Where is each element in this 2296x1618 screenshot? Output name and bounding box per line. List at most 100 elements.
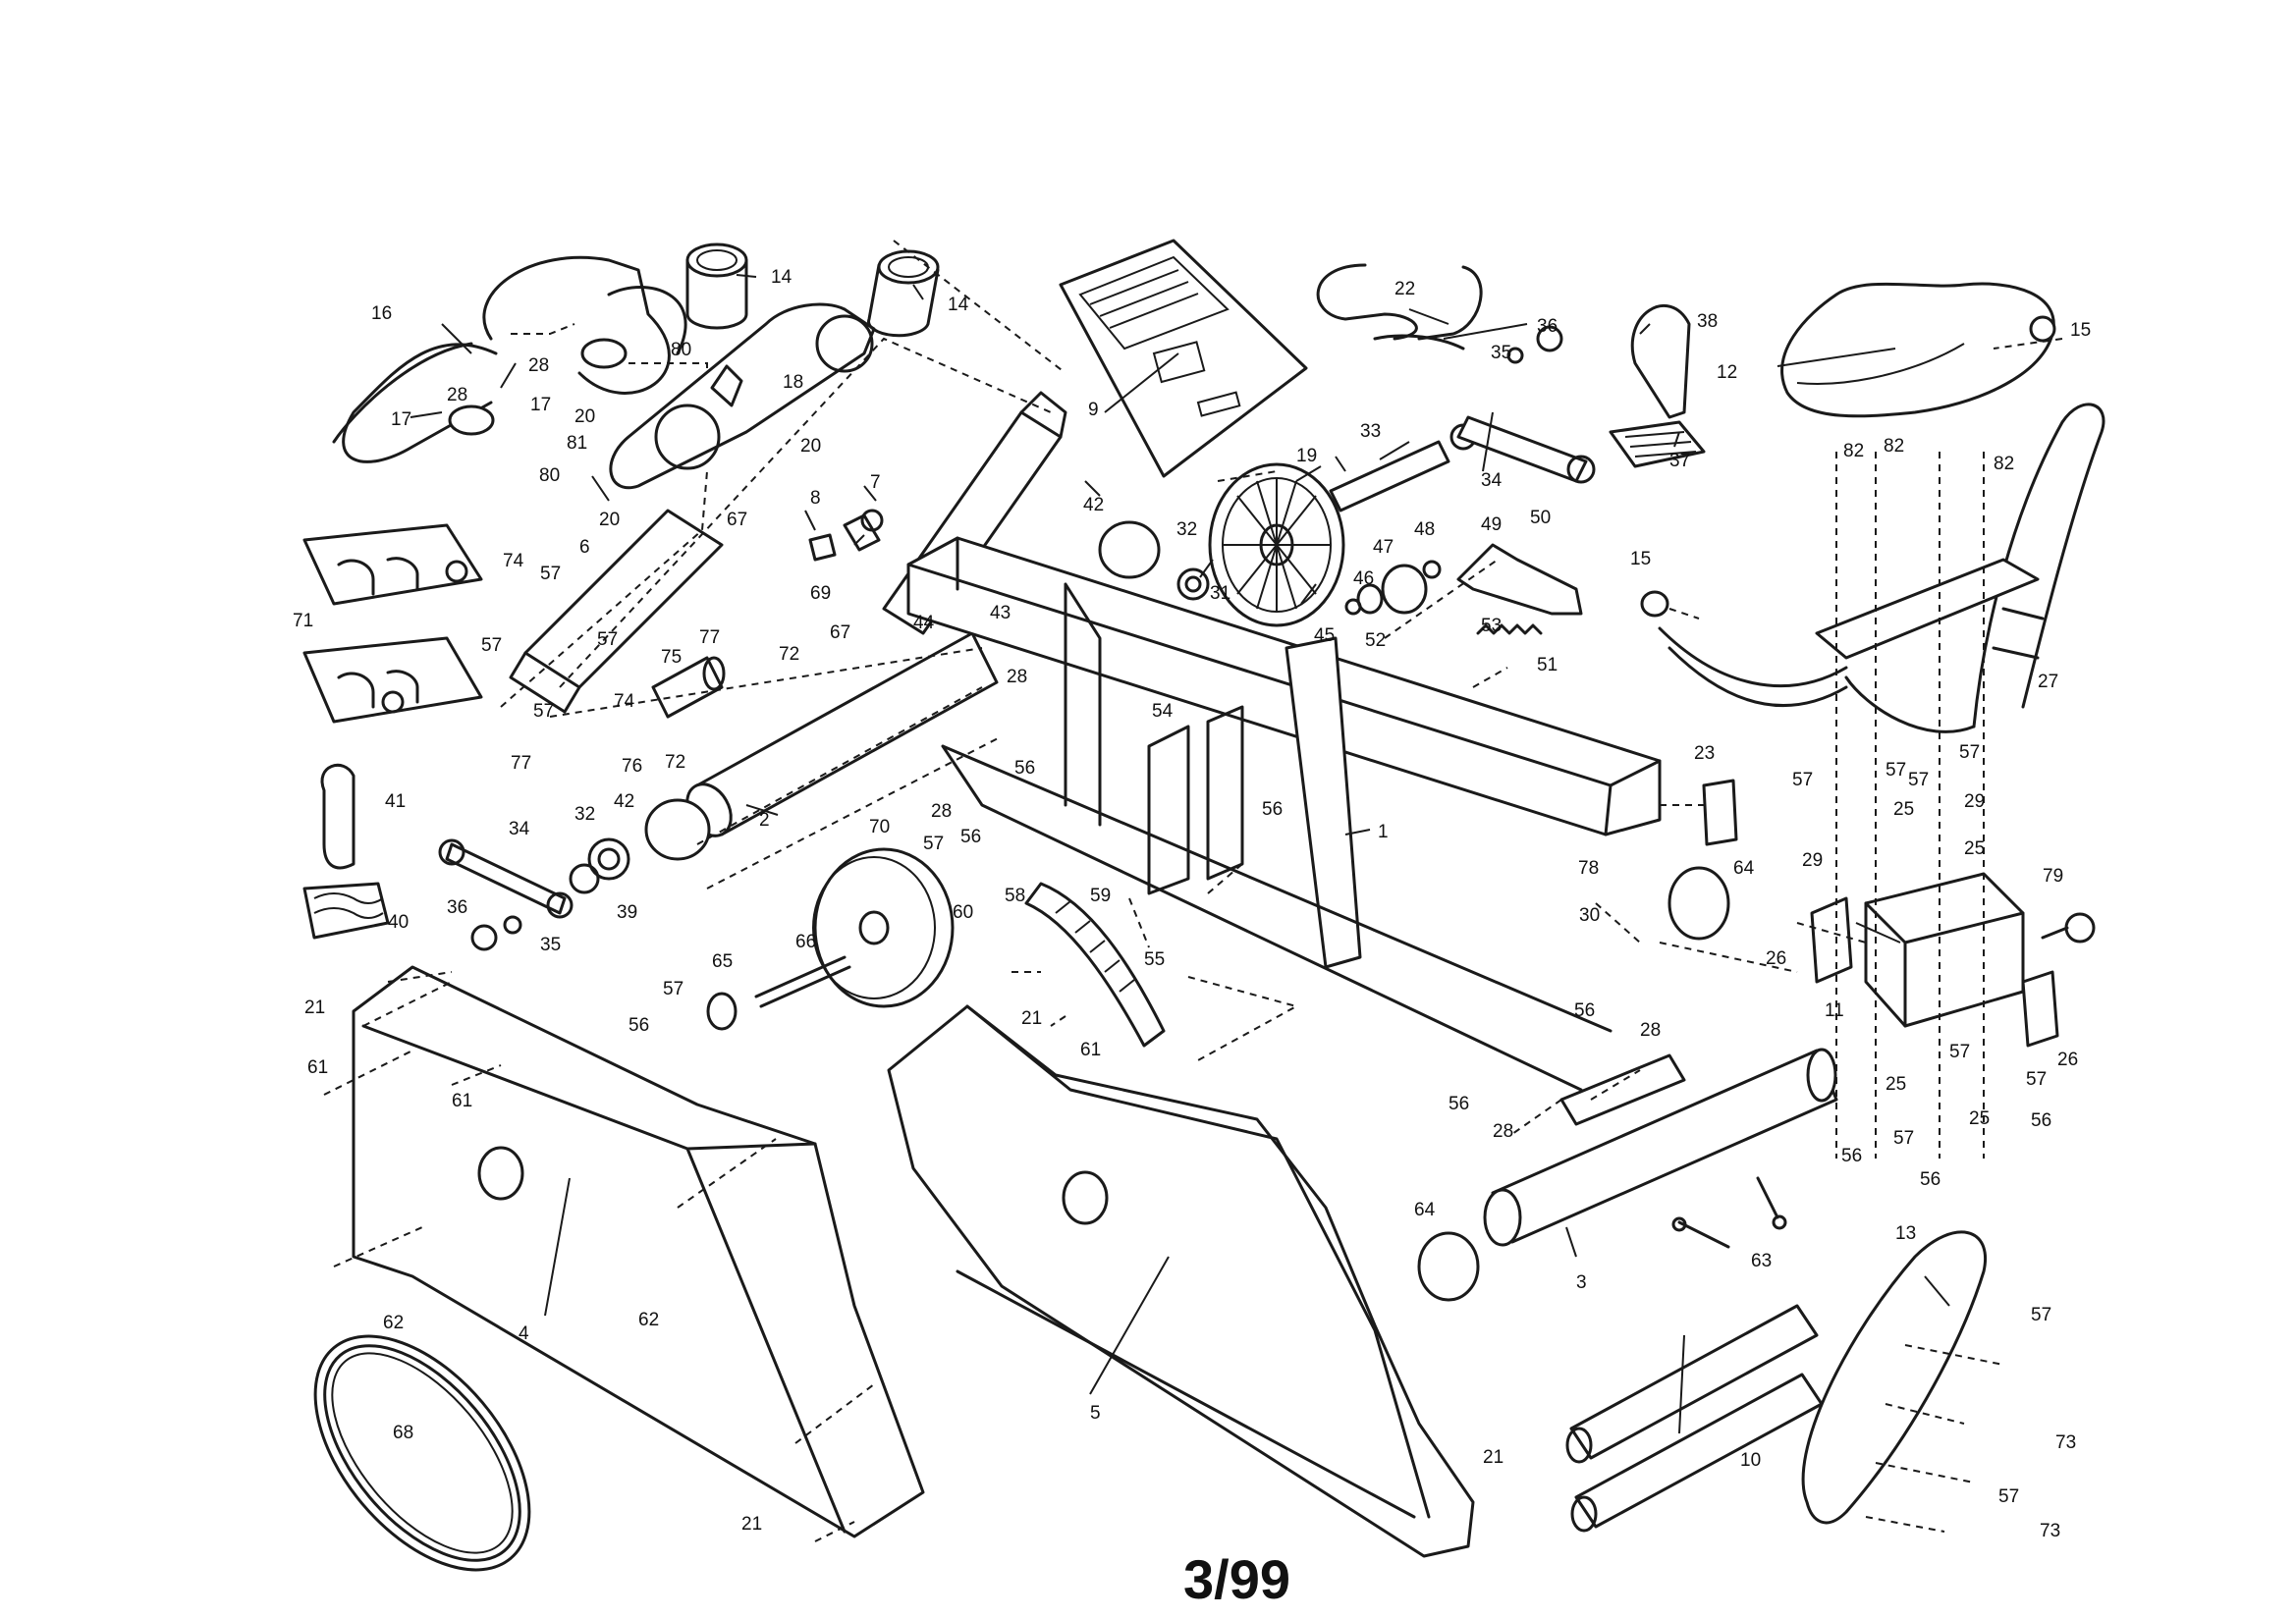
callout-41: 41 (385, 791, 406, 812)
callout-62a: 62 (383, 1313, 404, 1333)
part-12-seat (1780, 282, 2055, 418)
part-47-roller (1344, 560, 1442, 616)
callout-68: 68 (393, 1423, 413, 1443)
callout-15b: 15 (1630, 549, 1651, 569)
part-14-grip-left (685, 243, 748, 330)
callout-62b: 62 (638, 1310, 659, 1330)
callout-42b: 42 (614, 791, 634, 812)
callout-6: 6 (579, 537, 590, 558)
callout-9: 9 (1088, 400, 1099, 420)
part-10-tubes (1565, 1304, 1824, 1533)
callout-71: 71 (293, 611, 313, 631)
callout-30: 30 (1579, 905, 1600, 926)
callout-32b: 32 (574, 804, 595, 825)
callout-51: 51 (1537, 655, 1558, 675)
part-1-main-frame (906, 536, 1662, 1092)
callout-34a: 34 (1481, 470, 1503, 491)
callout-73b: 73 (2040, 1521, 2060, 1541)
callout-57f: 57 (663, 979, 683, 999)
callout-65: 65 (712, 951, 733, 972)
callout-56i: 56 (2031, 1110, 2051, 1131)
part-11-bracket (1864, 872, 2025, 1028)
part-19-flywheel (1208, 462, 1345, 627)
callout-21d: 21 (741, 1514, 762, 1535)
callout-61c: 61 (1080, 1040, 1101, 1060)
callout-57d: 57 (533, 701, 554, 722)
callout-57o: 57 (1908, 770, 1929, 790)
callout-74b: 74 (614, 691, 635, 712)
callout-67a: 67 (727, 510, 747, 530)
part-37-pedal-right (1609, 420, 1706, 468)
callout-64a: 64 (1733, 858, 1755, 879)
callout-29a: 29 (1802, 850, 1823, 871)
callout-15a: 15 (2070, 320, 2091, 341)
callout-26b: 26 (2057, 1050, 2078, 1070)
part-68-belt (313, 1334, 531, 1572)
callout-57l: 57 (1893, 1128, 1914, 1149)
callout-52: 52 (1365, 630, 1386, 651)
part-33-axle (1329, 423, 1477, 512)
callout-2: 2 (759, 810, 770, 831)
callout-35b: 35 (540, 935, 561, 955)
callout-28d: 28 (931, 801, 952, 822)
callout-37: 37 (1669, 451, 1690, 471)
callout-57n: 57 (1998, 1486, 2019, 1507)
callout-56d: 56 (629, 1015, 649, 1036)
assembly-guide-lines (323, 240, 2063, 1542)
callout-49: 49 (1481, 514, 1502, 535)
part-14-grip-right (867, 249, 940, 338)
callout-44: 44 (913, 613, 935, 633)
callout-56c: 56 (960, 827, 981, 847)
callout-28a: 28 (528, 355, 549, 376)
callout-78: 78 (1578, 858, 1599, 879)
part-23-cap (1702, 779, 1738, 846)
callout-18: 18 (783, 372, 803, 393)
callout-77b: 77 (511, 753, 531, 774)
callout-17a: 17 (391, 409, 411, 430)
callout-32a: 32 (1176, 519, 1197, 540)
callout-80b: 80 (539, 465, 560, 486)
part-36-cap-left (470, 915, 522, 951)
callout-56g: 56 (1841, 1146, 1862, 1166)
callout-57h: 57 (1886, 760, 1906, 781)
part-13-side-plate (1801, 1230, 1987, 1525)
callout-4: 4 (519, 1323, 529, 1344)
part-6-upright (509, 509, 724, 714)
part-42-end-cap-left (644, 798, 711, 861)
callout-13: 13 (1895, 1223, 1916, 1244)
callout-53: 53 (1481, 616, 1502, 636)
callout-33: 33 (1360, 421, 1381, 442)
callout-67b: 67 (830, 622, 850, 643)
callout-69: 69 (810, 583, 831, 604)
part-49-idler-arm (1456, 543, 1583, 616)
callout-25b: 25 (1964, 838, 1985, 859)
callout-59: 59 (1090, 886, 1111, 906)
callout-57a: 57 (540, 564, 561, 584)
part-70-pulley (812, 847, 955, 1008)
callout-39: 39 (617, 902, 637, 923)
callout-82b: 82 (1884, 436, 1904, 457)
part-51-spring (1476, 623, 1543, 635)
callout-21c: 21 (1483, 1447, 1503, 1468)
callout-66: 66 (795, 932, 816, 952)
part-41-pedal-strap (320, 763, 355, 870)
part-66-shaft (706, 955, 851, 1031)
part-16-handlebar (332, 255, 687, 463)
callout-50: 50 (1530, 508, 1551, 528)
part-59-brake (1024, 882, 1166, 1048)
callout-57k: 57 (2026, 1069, 2047, 1090)
callout-61a: 61 (307, 1057, 328, 1078)
callout-20b: 20 (800, 436, 821, 457)
part-28-bracket-front (1559, 1053, 1686, 1126)
part-3-front-stabilizer (1483, 1048, 1838, 1247)
callout-20a: 20 (574, 406, 595, 427)
callout-21b: 21 (1021, 1008, 1042, 1029)
callout-57j: 57 (1949, 1042, 1970, 1062)
callout-80a: 80 (671, 340, 691, 360)
part-75-bushing (651, 656, 726, 719)
callout-3: 3 (1576, 1272, 1587, 1293)
callout-43: 43 (990, 603, 1011, 623)
part-8-bracket (808, 533, 837, 562)
part-40-pedal (302, 882, 390, 940)
